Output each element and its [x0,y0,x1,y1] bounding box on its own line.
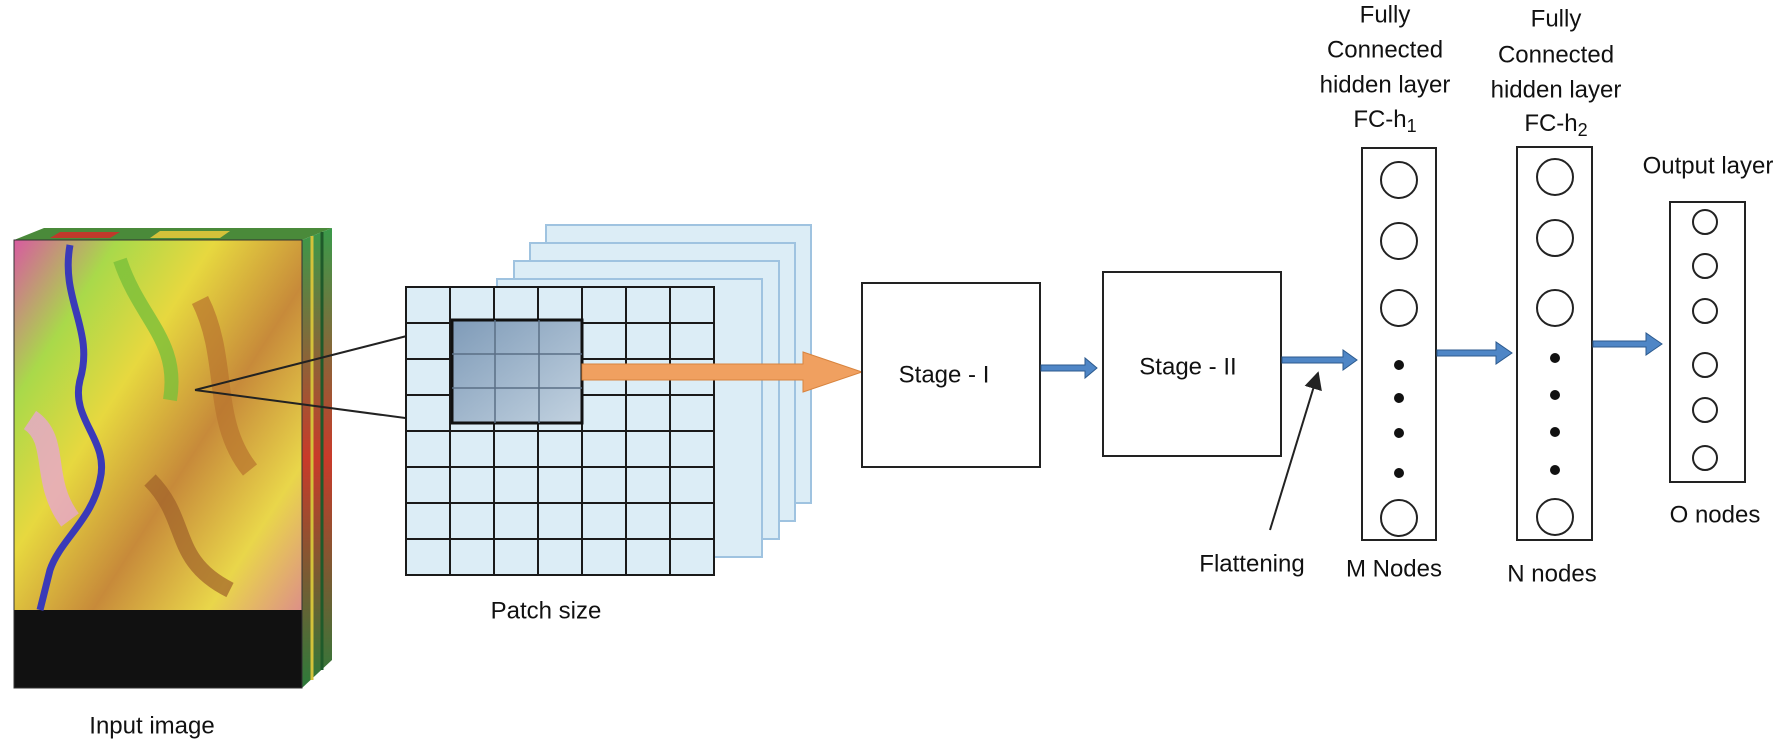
output-node [1692,445,1718,471]
fc1-name-base: FC-h [1353,106,1406,133]
fc1-node [1380,222,1418,260]
m-nodes-label: M Nodes [1346,555,1442,582]
fc2-node [1536,219,1574,257]
fc1-title-line2: Connected [1327,36,1443,63]
fc1-nodes [1380,161,1418,537]
fc2-name: FC-h2 [1524,110,1587,139]
stage-arrow-1 [1040,356,1098,380]
flattening-label: Flattening [1199,550,1304,577]
fc1-ellipsis-dots [1394,360,1404,478]
fc2-node [1536,289,1574,327]
stage-2-label: Stage - II [1139,353,1236,380]
fc2-title-line2: Connected [1498,41,1614,68]
stage-2-box [1102,271,1282,457]
output-node [1692,298,1718,324]
stage-1-label: Stage - I [899,361,990,388]
input-image-label: Input image [89,712,214,739]
output-layer-title: Output layer [1643,152,1774,179]
fc2-to-output-arrow [1592,332,1663,356]
fc1-name: FC-h1 [1353,106,1416,135]
patch-size-label: Patch size [491,597,602,624]
stage-arrow-2 [1281,349,1358,371]
fc1-node [1380,289,1418,327]
fc1-to-fc2-arrow [1436,341,1513,365]
highlighted-patch [450,318,584,425]
fc2-nodes [1536,158,1574,536]
fc2-layer-box [1516,146,1593,541]
fc1-layer-box [1361,147,1437,541]
cube-side-face [302,228,332,688]
o-nodes-label: O nodes [1670,501,1761,528]
n-nodes-label: N nodes [1507,560,1596,587]
fc1-title-line1: Fully [1360,1,1411,28]
output-nodes [1692,209,1718,471]
fc2-title-line3: hidden layer [1491,76,1622,103]
fc2-title-line1: Fully [1531,5,1582,32]
fc2-node [1536,158,1574,196]
patch-to-stage-arrow [581,351,864,393]
output-node [1692,397,1718,423]
stage-1-box [861,282,1041,468]
output-layer-box [1669,201,1746,483]
output-node [1692,209,1718,235]
fc2-node [1536,498,1574,536]
output-node [1692,352,1718,378]
river [36,244,106,611]
input-image-cube [13,228,332,689]
fc2-ellipsis-dots [1550,353,1560,475]
output-node [1692,253,1718,279]
fc1-node [1380,161,1418,199]
fc1-name-subscript: 1 [1407,116,1417,136]
fc1-title-line3: hidden layer [1320,71,1451,98]
fc1-node [1380,499,1418,537]
fc2-name-subscript: 2 [1578,120,1588,140]
flattening-pointer [1269,371,1322,531]
input-patch-grid [405,286,715,576]
fc2-name-base: FC-h [1524,110,1577,137]
